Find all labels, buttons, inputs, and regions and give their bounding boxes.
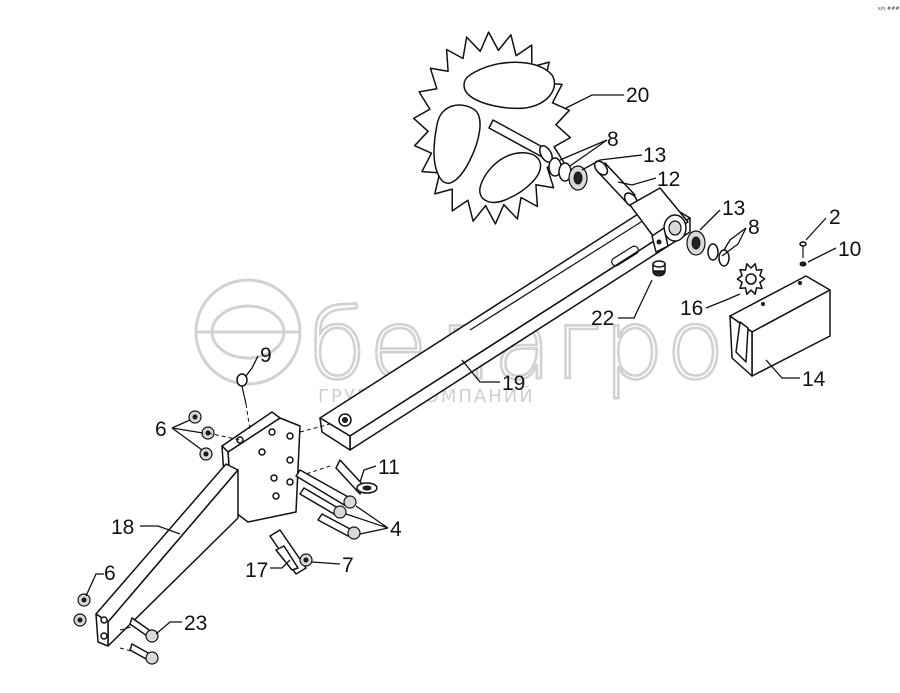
callout-6-lower: 6	[104, 562, 116, 585]
callout-10: 10	[838, 238, 861, 261]
callout-8-right: 8	[748, 216, 760, 239]
callout-6-upper: 6	[155, 418, 167, 441]
bushing-12	[593, 160, 639, 208]
callout-16: 16	[680, 297, 703, 320]
callout-11: 11	[378, 456, 400, 479]
callout-20: 20	[626, 84, 649, 107]
shaft-hardware-right	[686, 230, 766, 295]
nut-7	[299, 553, 313, 567]
toothed-wheel-20	[412, 31, 572, 225]
assembly-lines	[119, 403, 331, 653]
pin-11	[335, 459, 378, 495]
callout-8-upper: 8	[607, 128, 619, 151]
washer-8-right-a	[707, 243, 719, 261]
bolts-23	[129, 617, 159, 665]
bracket-plate	[221, 411, 301, 523]
callout-13-right: 13	[722, 197, 745, 220]
callout-labels: 2 10 20 8 13 12 13 8 16 22 14 19 9 6 11 …	[104, 84, 861, 635]
nuts-6-lower	[73, 593, 91, 627]
callout-22: 22	[591, 307, 614, 330]
callout-14: 14	[802, 368, 826, 391]
callout-7: 7	[342, 554, 354, 577]
pin-9	[236, 373, 248, 405]
cover-14	[729, 275, 831, 377]
long-bar-18	[95, 463, 239, 647]
screw-2-washer-10	[799, 241, 807, 267]
long-arm-19	[319, 187, 691, 451]
callout-17: 17	[245, 559, 268, 582]
callout-13-upper: 13	[643, 144, 666, 167]
leader-lines	[85, 94, 837, 635]
callout-9: 9	[260, 344, 272, 367]
bolts-4	[295, 469, 361, 540]
corner-mark: s/n ###	[878, 6, 900, 12]
shaft-hardware-upper	[548, 157, 639, 208]
callout-18: 18	[111, 516, 134, 539]
grease-nipple-22	[652, 260, 666, 277]
callout-23: 23	[184, 612, 207, 635]
callout-4: 4	[390, 518, 402, 541]
callout-2: 2	[829, 206, 841, 229]
callout-19: 19	[502, 372, 525, 395]
callout-12: 12	[657, 168, 680, 191]
nuts-6-upper	[188, 410, 215, 461]
watermark-emblem	[194, 278, 302, 386]
